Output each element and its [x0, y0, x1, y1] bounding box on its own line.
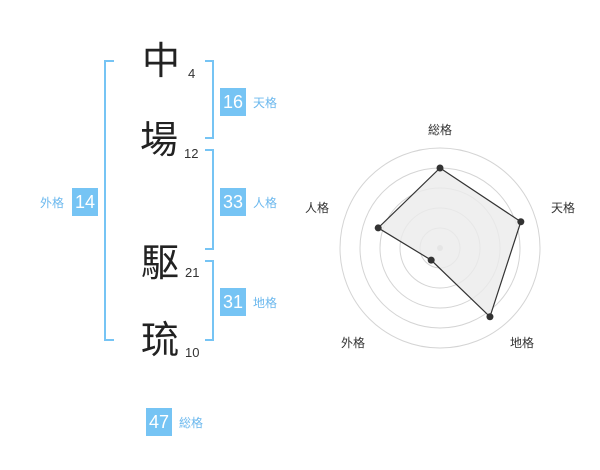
tenkaku-label: 天格 — [253, 96, 278, 110]
stroke-count-1: 4 — [188, 66, 196, 81]
stroke-count-3: 21 — [185, 265, 200, 280]
chikaku-label: 地格 — [253, 296, 278, 310]
tenkaku-bracket — [205, 60, 214, 139]
chikaku-bracket — [205, 260, 214, 341]
radar-axis-label-chikaku: 地格 — [510, 336, 535, 350]
name-char-2: 場 — [140, 118, 179, 162]
radar-point-2 — [517, 218, 525, 226]
stroke-count-2: 12 — [184, 146, 199, 161]
radar-point-1 — [436, 164, 444, 172]
chikaku-value: 31 — [220, 288, 247, 316]
gaikaku-label: 外格 — [40, 196, 65, 210]
stroke-count-4: 10 — [185, 345, 200, 360]
jinkaku-value: 33 — [220, 188, 247, 216]
radar-axis-label-tenkaku: 天格 — [551, 201, 576, 215]
radar-axis-label-jinkaku: 人格 — [305, 201, 330, 215]
radar-axis-label-gaikaku: 外格 — [341, 336, 366, 350]
name-char-4: 琉 — [141, 318, 180, 362]
name-char-3: 駆 — [141, 241, 180, 285]
gaikaku-bracket — [104, 60, 114, 341]
soukaku-value: 47 — [146, 408, 173, 436]
radar-series-area — [377, 167, 522, 318]
tenkaku-value: 16 — [220, 88, 247, 116]
name-char-1: 中 — [142, 39, 181, 83]
radar-ring — [339, 147, 541, 349]
radar-point-3 — [486, 313, 494, 321]
gaikaku-value: 14 — [72, 188, 99, 216]
soukaku-label: 総格 — [179, 416, 204, 430]
radar-point-4 — [427, 256, 435, 264]
jinkaku-bracket — [205, 149, 214, 250]
radar-axis-label-soukaku: 総格 — [428, 123, 453, 137]
radar-point-5 — [374, 224, 382, 232]
jinkaku-label: 人格 — [253, 196, 278, 210]
